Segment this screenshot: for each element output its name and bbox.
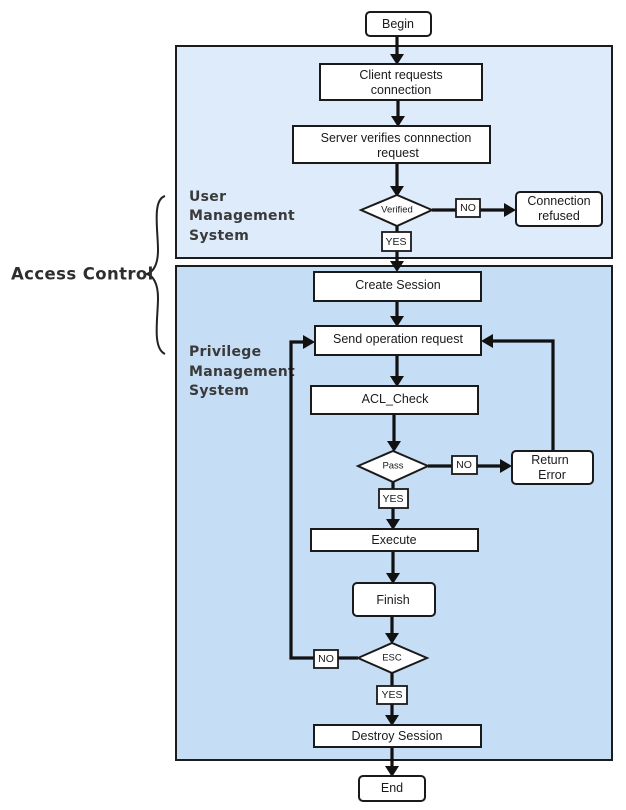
group-label-line: System [189,383,249,399]
node-label: Send operation request [333,332,463,346]
user-management-label: User Management System [189,189,295,244]
process-shape [313,724,482,748]
terminal-shape [352,582,436,617]
arrowhead-icon [390,186,404,197]
node-execute: Execute [310,528,479,552]
arrowhead-icon [303,335,315,349]
edge-label-text: YES [382,493,403,505]
edge-label-text: NO [456,459,472,471]
process-shape [310,385,479,415]
edge-label-esc-no: NO [313,649,339,669]
arrowhead-icon [385,715,399,726]
arrowhead-icon [500,459,512,473]
node-label: Create Session [355,278,441,292]
process-shape [292,125,491,164]
node-destroy-session: Destroy Session [313,724,482,748]
decision-shape [358,193,435,228]
node-label: request [377,146,419,160]
edge-label-box [451,455,478,475]
node-connection-refused: Connection refused [515,191,603,227]
arrowhead-icon [390,316,404,327]
arrowhead-icon [390,261,404,272]
edge-label-verified-yes: YES [381,231,412,252]
node-label: End [381,781,403,795]
node-label: ACL_Check [362,392,429,406]
node-acl-check: ACL_Check [310,385,479,415]
node-label: Execute [371,533,416,547]
access-control-title: Access Control [11,265,154,284]
node-label: Return [531,453,569,467]
group-label-line: Management [189,364,295,380]
edge-label-text: NO [318,653,334,665]
node-end: End [358,775,426,802]
decision-shape [355,641,430,675]
edge-label-box [455,198,481,218]
edge-label-esc-yes: YES [376,685,408,705]
decision-shape [355,449,431,484]
node-client-requests: Client requests connection [319,63,483,101]
arrowhead-icon [385,766,399,777]
node-label: Finish [376,593,409,607]
edge-label-pass-yes: YES [378,488,409,509]
node-label: refused [538,209,580,223]
process-shape [319,63,483,101]
arrowhead-icon [387,441,401,452]
arrowhead-icon [391,116,405,127]
edge-return-send [490,339,555,451]
node-server-verifies: Server verifies connnection request [292,125,491,164]
arrowhead-icon [481,334,493,348]
node-label: Pass [382,461,403,472]
node-label: ESC [382,653,402,664]
node-finish: Finish [352,582,436,617]
node-create-session: Create Session [313,271,482,302]
process-shape [314,325,482,356]
node-label: Verified [381,205,413,216]
edge-label-box [378,488,409,509]
edge-label-box [381,231,412,252]
arrowhead-icon [390,54,404,65]
node-label: connection [371,83,432,97]
edge-label-box [313,649,339,669]
edge-label-text: NO [460,202,476,214]
node-label: Connection [527,194,590,208]
terminal-shape [515,191,603,227]
process-shape [310,528,479,552]
edge-label-text: YES [385,236,406,248]
arrowhead-icon [386,573,400,584]
node-return-error: Return Error [511,450,594,485]
terminal-shape [358,775,426,802]
edge-label-text: YES [381,689,402,701]
node-label: Error [538,468,566,482]
node-label: Server verifies connnection [321,131,472,145]
node-label: Begin [382,17,414,31]
node-pass: Pass [355,449,431,484]
edge-label-verified-no: NO [455,198,481,218]
arrowhead-icon [504,203,516,217]
group-label-line: System [189,228,249,244]
terminal-shape [511,450,594,485]
node-begin: Begin [365,11,432,37]
edge-label-pass-no: NO [451,455,478,475]
node-send-operation: Send operation request [314,325,482,356]
arrowhead-icon [386,519,400,530]
node-label: Client requests [359,68,442,82]
privilege-management-label: Privilege Management System [189,344,295,399]
node-esc: ESC [355,641,430,675]
process-shape [313,271,482,302]
group-label-line: Management [189,208,295,224]
edge-label-box [376,685,408,705]
group-label-line: User [189,189,226,205]
group-label-line: Privilege [189,344,261,360]
node-verified: Verified [358,193,435,228]
arrowhead-icon [385,633,399,644]
arrowheads [303,54,516,777]
node-label: Destroy Session [351,729,442,743]
arrowhead-icon [390,376,404,387]
curly-brace-icon [143,195,166,355]
terminal-shape [365,11,432,37]
